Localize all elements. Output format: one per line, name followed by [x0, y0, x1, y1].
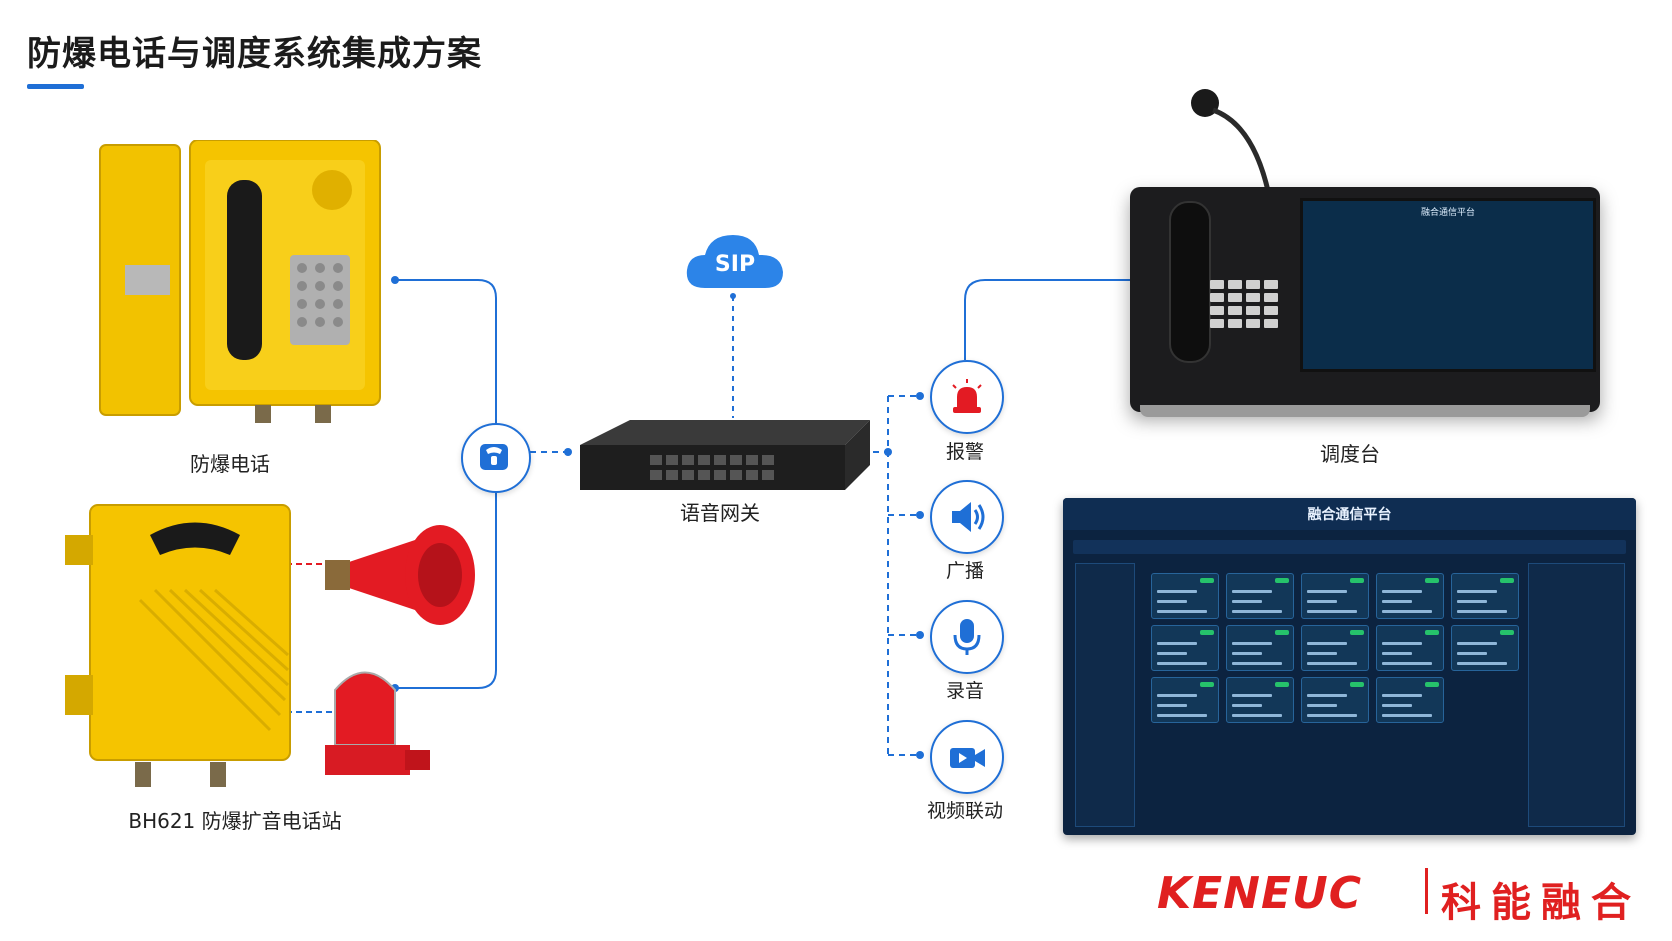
- gooseneck-microphone: [1191, 89, 1273, 201]
- explosion-proof-phone-image: [99, 140, 381, 423]
- platform-screenshot: 融合通信平台: [1063, 498, 1636, 835]
- loudspeaker-station-image: [65, 504, 291, 787]
- brand-separator: [1425, 868, 1428, 914]
- device-card[interactable]: [1151, 573, 1219, 619]
- console-screen: 融合通信平台: [1300, 198, 1596, 372]
- device-card[interactable]: [1376, 573, 1444, 619]
- platform-right-panel: [1528, 563, 1625, 827]
- alarm-beacon-image: [325, 671, 430, 775]
- speaker-icon: [952, 502, 985, 532]
- device-card[interactable]: [1151, 677, 1219, 723]
- device-card[interactable]: [1226, 625, 1294, 671]
- voice-gateway-image: [580, 420, 870, 490]
- platform-title: 融合通信平台: [1307, 507, 1392, 523]
- broadcast-function: [930, 480, 1004, 554]
- console-screen-title: 融合通信平台: [1420, 208, 1475, 218]
- video-label: 视频联动: [926, 800, 1003, 822]
- brand-logo-latin: KENEUC: [1157, 868, 1363, 919]
- recording-function: [930, 600, 1004, 674]
- telephone-hub: [461, 423, 531, 493]
- microphone-icon: [953, 619, 981, 655]
- page-title: 防爆电话与调度系统集成方案: [27, 34, 482, 74]
- horn-speaker-image: [325, 525, 475, 625]
- broadcast-label: 广播: [945, 560, 984, 582]
- alarm-light-icon: [952, 379, 982, 413]
- device-card[interactable]: [1151, 625, 1219, 671]
- device-card[interactable]: [1451, 573, 1519, 619]
- sip-label: SIP: [714, 252, 756, 277]
- video-camera-icon: [950, 748, 985, 768]
- alarm-function: [930, 360, 1004, 434]
- platform-sidebar: [1075, 563, 1135, 827]
- phone-label: 防爆电话: [190, 452, 270, 476]
- video-function: [930, 720, 1004, 794]
- telephone-icon: [480, 444, 508, 470]
- device-card[interactable]: [1301, 573, 1369, 619]
- device-card[interactable]: [1226, 573, 1294, 619]
- gateway-label: 语音网关: [680, 501, 760, 525]
- title-underline: [27, 84, 84, 89]
- console-label: 调度台: [1320, 442, 1380, 466]
- device-card[interactable]: [1451, 625, 1519, 671]
- alarm-label: 报警: [945, 441, 984, 463]
- console-keypad: [1210, 280, 1278, 328]
- platform-header: [1063, 498, 1636, 530]
- device-card[interactable]: [1301, 677, 1369, 723]
- device-card[interactable]: [1376, 625, 1444, 671]
- recording-label: 录音: [945, 680, 984, 702]
- device-card[interactable]: [1226, 677, 1294, 723]
- station-label: BH621 防爆扩音电话站: [128, 809, 342, 833]
- brand-logo-chinese: 科能融合: [1441, 880, 1641, 926]
- platform-filter-bar: [1073, 540, 1626, 554]
- console-base: [1140, 405, 1590, 417]
- device-card[interactable]: [1301, 625, 1369, 671]
- device-card[interactable]: [1376, 677, 1444, 723]
- sip-cloud-icon: [686, 235, 783, 288]
